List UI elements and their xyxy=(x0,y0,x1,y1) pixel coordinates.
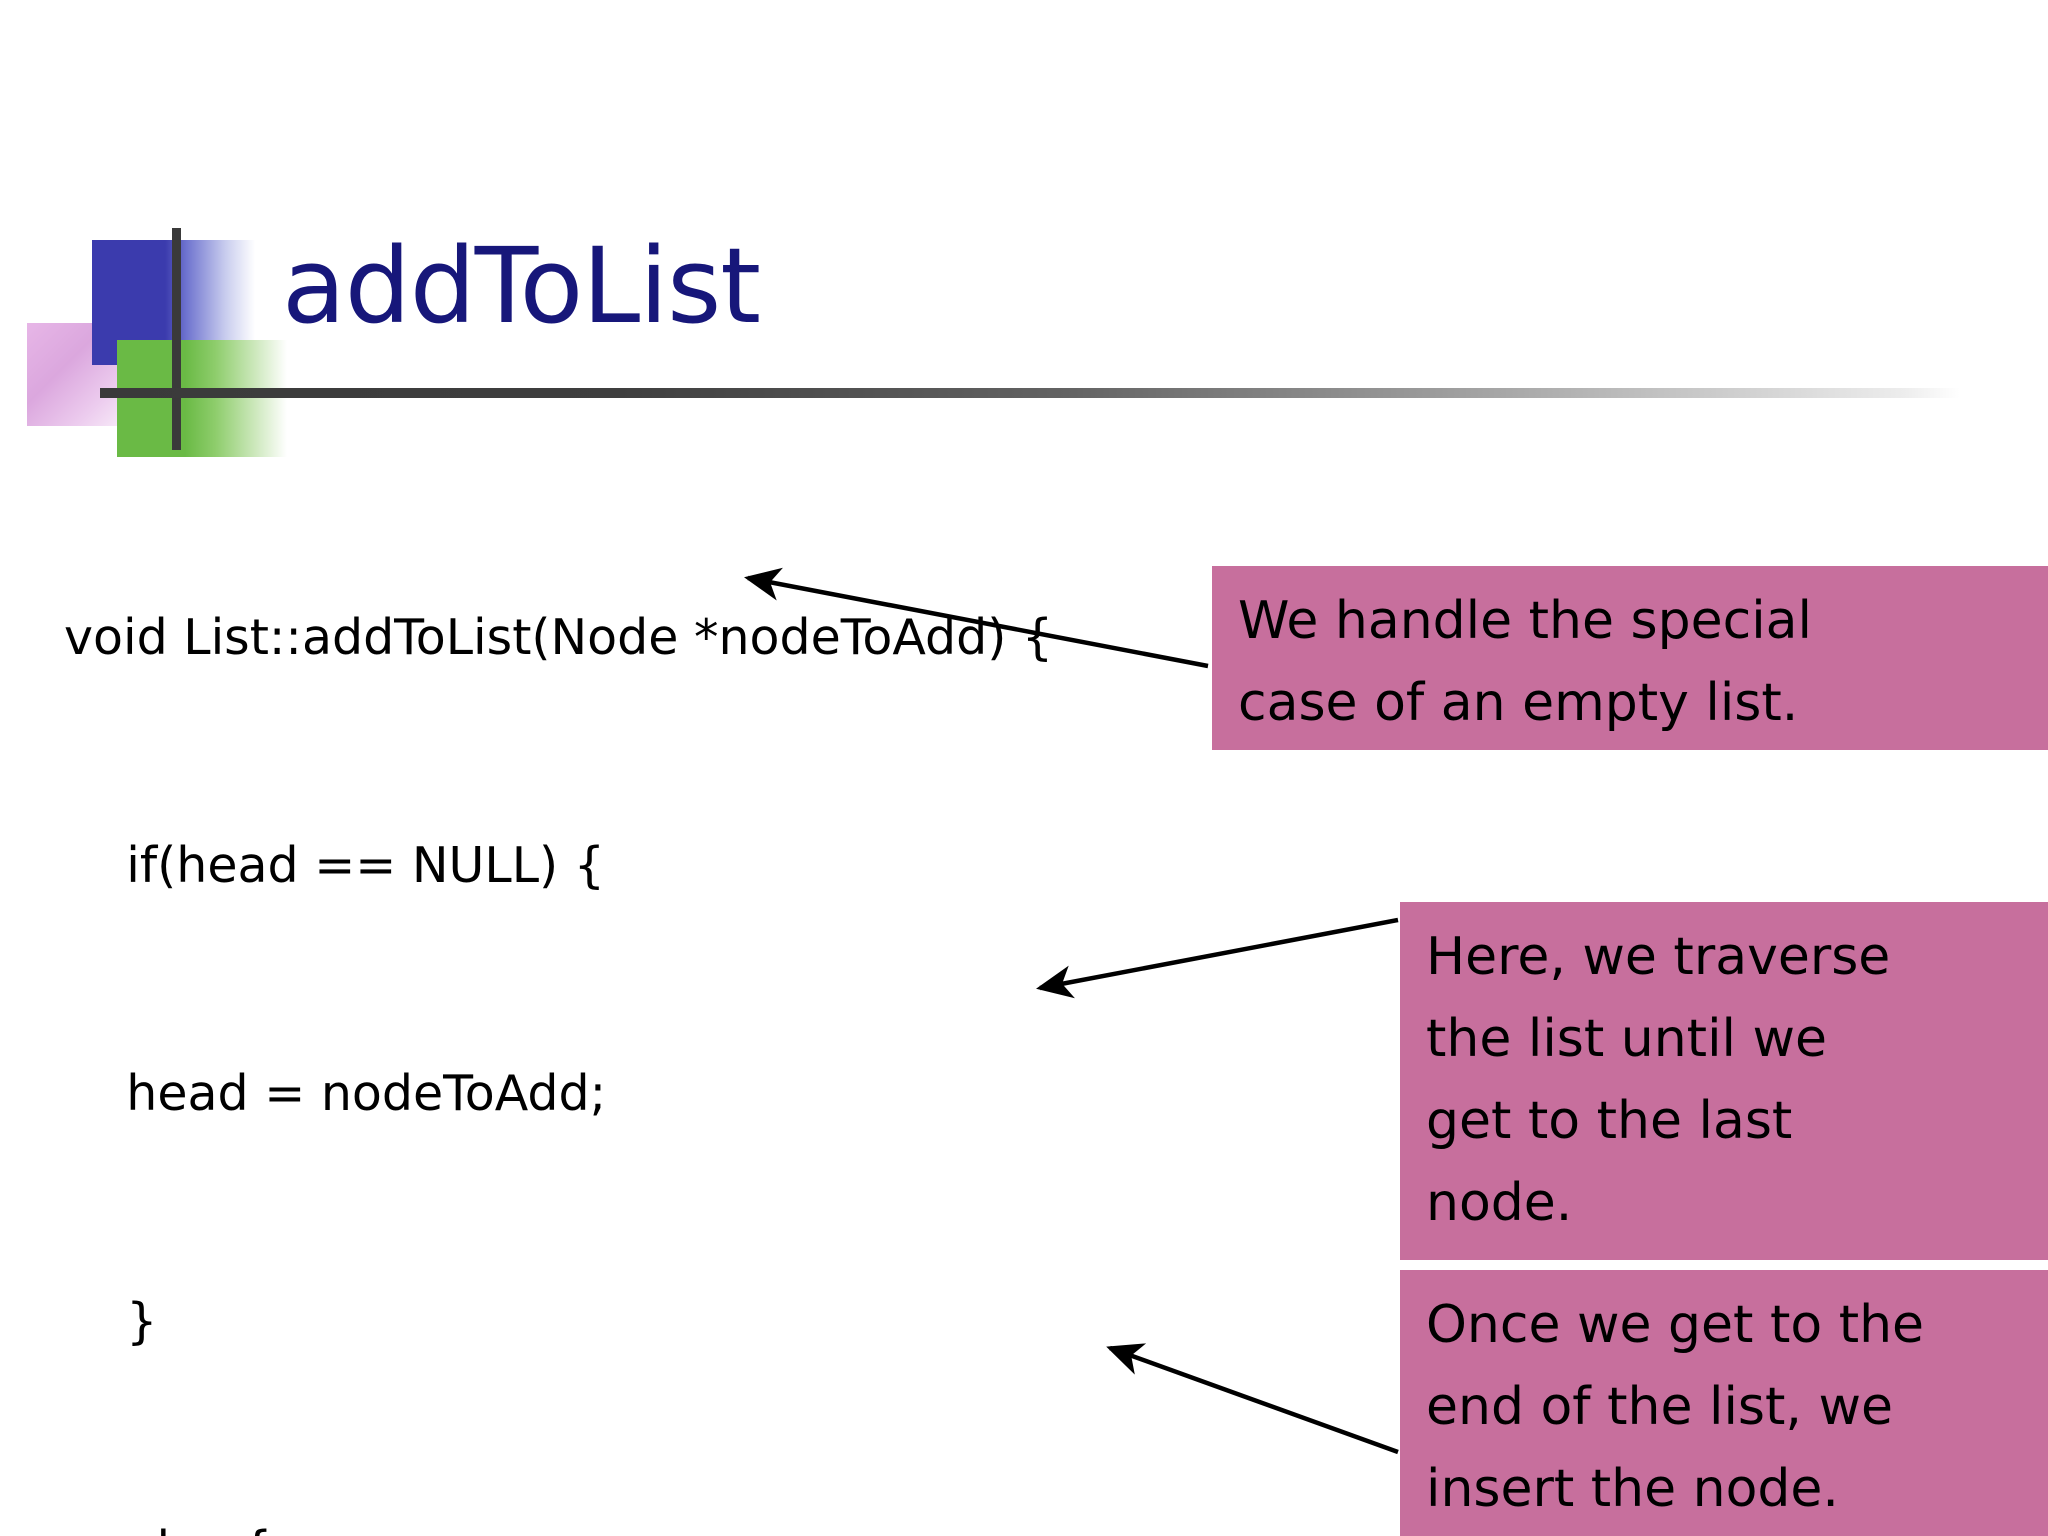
callout-line: We handle the special xyxy=(1238,591,1812,651)
callout-line: Here, we traverse xyxy=(1426,927,1891,987)
callout-box-insert-node: Once we get to the end of the list, we i… xyxy=(1400,1270,2048,1536)
code-line: if(head == NULL) { xyxy=(64,837,605,894)
callout-line: end of the list, we xyxy=(1426,1377,1893,1437)
page-title: addToList xyxy=(282,225,761,347)
code-block: void List::addToList(Node *nodeToAdd) { … xyxy=(64,448,1184,1536)
callout-line: insert the node. xyxy=(1426,1459,1839,1519)
code-line: head = nodeToAdd; xyxy=(64,1065,607,1122)
code-line: void List::addToList(Node *nodeToAdd) { xyxy=(64,609,1054,666)
code-line: } xyxy=(64,1293,158,1350)
callout-box-empty-list: We handle the special case of an empty l… xyxy=(1212,566,2048,750)
dark-fading-horizontal-rule xyxy=(100,388,1960,398)
green-gradient-square xyxy=(117,340,287,457)
callout-line: node. xyxy=(1426,1173,1573,1233)
callout-line: the list until we xyxy=(1426,1009,1828,1069)
code-line: else { xyxy=(64,1512,1184,1536)
callout-line: case of an empty list. xyxy=(1238,673,1799,733)
dark-vertical-rule xyxy=(172,228,181,450)
callout-box-traverse-list: Here, we traverse the list until we get … xyxy=(1400,902,2048,1260)
callout-line: Once we get to the xyxy=(1426,1295,1925,1355)
callout-line: get to the last xyxy=(1426,1091,1793,1151)
